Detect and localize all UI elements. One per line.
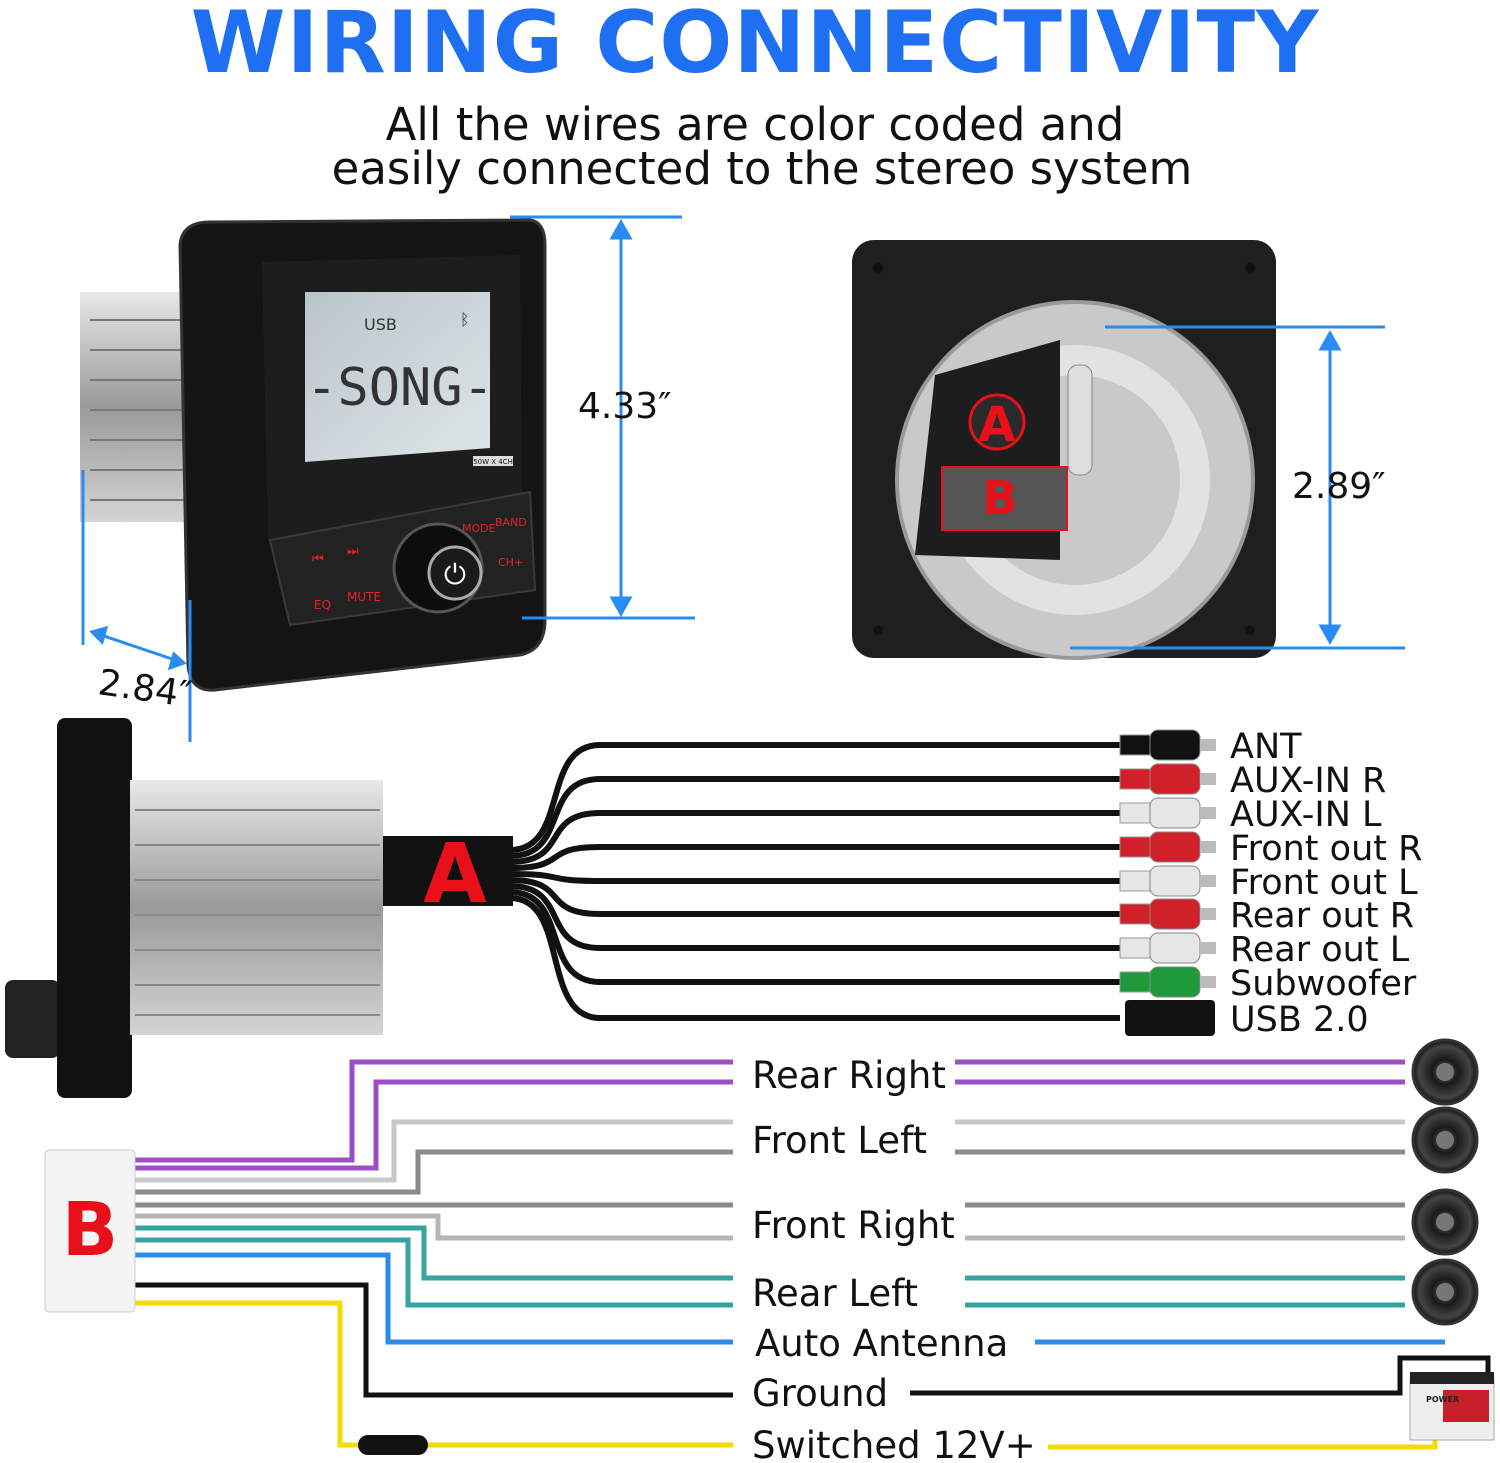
mode-button[interactable]: MODE: [462, 522, 496, 535]
display-source: USB: [364, 315, 397, 334]
rca-connector: [1149, 831, 1201, 863]
wire-b: [130, 1213, 733, 1241]
rca-connector: [1149, 729, 1201, 761]
rca-connector-boot: [1119, 802, 1151, 824]
connector-a-label: A: [423, 827, 487, 922]
rca-connector-boot: [1119, 734, 1151, 756]
port-b-label: B: [982, 471, 1017, 525]
page-title: WIRING CONNECTIVITY: [191, 0, 1320, 93]
power-icon[interactable]: ⏻: [444, 558, 466, 591]
wire-a: [509, 810, 1120, 865]
rca-connector-boot: [1119, 971, 1151, 993]
output-label: Front out R: [1230, 829, 1422, 869]
rca-connector-boot: [1119, 836, 1151, 858]
wire-a: [509, 877, 1120, 917]
output-label: Subwoofer: [1230, 964, 1417, 1004]
wire-label: Ground: [752, 1372, 888, 1415]
band-button[interactable]: BAND: [495, 516, 527, 529]
subtitle-line-2: easily connected to the stereo system: [332, 142, 1193, 195]
rca-connector: [1149, 763, 1201, 795]
wire-a: [509, 742, 1120, 853]
wire-b: [130, 1252, 733, 1345]
output-label: AUX-IN L: [1230, 795, 1382, 835]
display-text: -SONG-: [306, 358, 494, 418]
rca-connector-boot: [1119, 870, 1151, 892]
rca-connector-boot: [1119, 903, 1151, 925]
rear-unit: A B: [852, 240, 1276, 660]
mute-button[interactable]: MUTE: [347, 590, 381, 604]
connector-b: [44, 1149, 136, 1313]
wire-b: [130, 1225, 733, 1281]
wire-a: [509, 871, 1120, 884]
wire-b: [910, 1355, 1491, 1396]
height-label-rear: 2.89″: [1292, 466, 1386, 507]
wire-b: [130, 1300, 733, 1448]
wire-b: [130, 1149, 733, 1195]
height-label-front: 4.33″: [578, 386, 672, 427]
connector-a: [383, 836, 513, 906]
rear-dimension-lines: [1070, 325, 1405, 650]
wire-label: Switched 12V+: [752, 1424, 1036, 1463]
wire-label: Rear Left: [752, 1272, 918, 1315]
wire-b: [130, 1059, 733, 1163]
port-a-label: A: [978, 397, 1015, 453]
wire-b: [130, 1282, 733, 1398]
wire-a: [509, 844, 1120, 871]
lcd-display: [305, 292, 490, 462]
eq-button[interactable]: EQ: [314, 598, 331, 612]
wire-label: Rear Right: [752, 1054, 946, 1097]
wire-a: [509, 776, 1120, 859]
output-label: Front out L: [1230, 863, 1418, 903]
front-dimension-lines: [81, 215, 695, 742]
usb-connector: [1125, 1000, 1215, 1036]
rca-connector: [1149, 932, 1201, 964]
rca-connector: [1149, 966, 1201, 998]
wire-a: [509, 889, 1120, 985]
wire-a: [509, 883, 1120, 951]
wire-a: [509, 895, 1120, 1021]
inline-fuse: [358, 1435, 428, 1455]
power-badge: 50W X 4CH: [473, 458, 513, 466]
output-label: ANT: [1230, 727, 1302, 767]
front-unit: USB ᛒ -SONG- 50W X 4CH ⏮ ⏭ EQ MUTE MODE …: [80, 218, 547, 692]
next-button[interactable]: ⏭: [347, 544, 359, 559]
wire-label: Front Left: [752, 1119, 927, 1162]
rca-connector: [1149, 865, 1201, 897]
rca-connector: [1149, 797, 1201, 829]
output-label: Rear out R: [1230, 896, 1414, 936]
front-heatsink: [80, 292, 195, 522]
rca-connector-boot: [1119, 768, 1151, 790]
depth-label: 2.84″: [96, 662, 194, 716]
wire-b: [130, 1079, 733, 1171]
wire-label: Front Right: [752, 1204, 955, 1247]
side-unit: [5, 718, 513, 1098]
port-a: [968, 393, 1026, 451]
output-label: USB 2.0: [1230, 1000, 1369, 1040]
connector-b-label: B: [62, 1187, 118, 1273]
prev-button[interactable]: ⏮: [312, 552, 324, 567]
subtitle-line-1: All the wires are color coded and: [386, 98, 1125, 151]
wire-b: [130, 1237, 733, 1308]
bluetooth-icon: ᛒ: [460, 310, 470, 329]
output-label: AUX-IN R: [1230, 761, 1386, 801]
rca-connector-boot: [1119, 937, 1151, 959]
ch-button[interactable]: CH+: [498, 556, 523, 569]
battery-brand: POWER: [1426, 1395, 1459, 1404]
output-label: Rear out L: [1230, 930, 1410, 970]
battery-icon: POWER: [1409, 1372, 1495, 1441]
port-b: [941, 466, 1068, 531]
wire-b: [130, 1119, 733, 1183]
wire-b: [1048, 1400, 1438, 1450]
rca-connector: [1149, 898, 1201, 930]
wire-label: Auto Antenna: [755, 1322, 1008, 1365]
